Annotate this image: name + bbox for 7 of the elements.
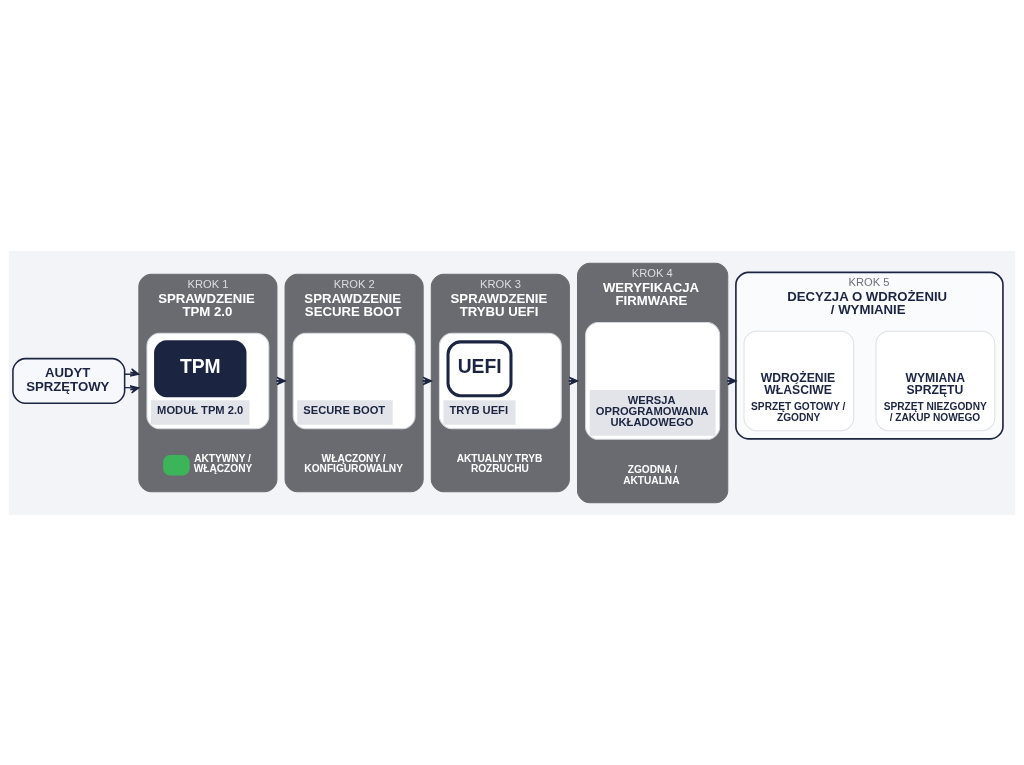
node-box: WDROŻENIE WŁAŚCIWE SPRZĘT GOTOWY / ZGODNY (743, 330, 855, 431)
node-box: SECURE BOOT (292, 332, 416, 429)
node-box: WYMIANA SPRZĘTU SPRZĘT NIEZGODNY / ZAKUP NOWEGO (875, 330, 996, 431)
node-box: TPM MODUŁ TPM 2.0 (146, 332, 270, 429)
node-box: AUDYT SPRZĘTOWY (12, 357, 126, 404)
node-box: UEFI TRYB UEFI (438, 332, 562, 429)
node-box: WERSJA OPROGRAMOWANIA UKŁADOWEGO (585, 321, 721, 440)
